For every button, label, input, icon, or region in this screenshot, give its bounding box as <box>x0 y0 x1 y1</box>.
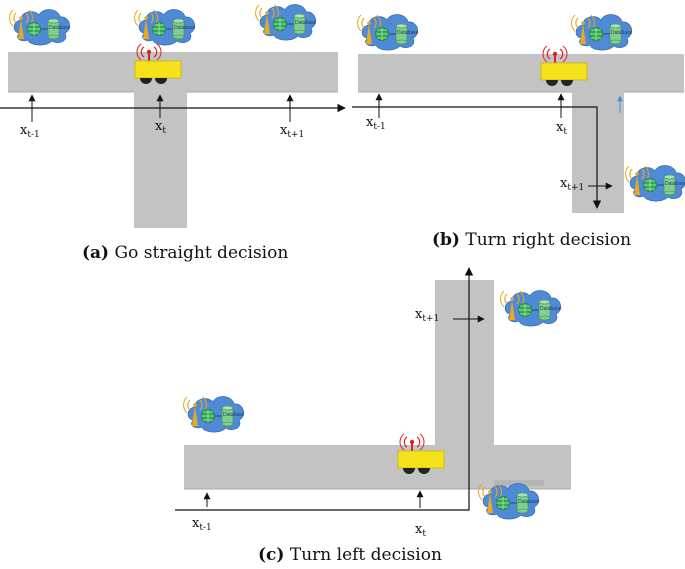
trajectory-arrow <box>352 106 602 209</box>
database-label: Database <box>540 306 562 312</box>
vehicle-icon <box>134 43 182 85</box>
label-x-t-minus-1: xt-1 <box>20 123 40 140</box>
label-x-t-plus-1: xt+1 <box>280 123 304 140</box>
panel-b: Database Database Database xt-1 xt xt+1 … <box>352 13 685 250</box>
label-x-t: xt <box>556 120 567 137</box>
database-label: Database <box>397 30 419 36</box>
caption-b: (b) Turn right decision <box>432 230 631 250</box>
vehicle-icon <box>540 45 588 87</box>
road-horizontal <box>358 54 684 92</box>
caption-a: (a) Go straight decision <box>82 243 288 263</box>
database-label: Database <box>295 20 317 26</box>
caption-c: (c) Turn left decision <box>258 545 442 565</box>
label-x-t: xt <box>415 522 426 539</box>
label-x-t-plus-1: xt+1 <box>415 307 439 324</box>
database-label: Database <box>223 412 245 418</box>
label-x-t-minus-1: xt-1 <box>366 115 386 132</box>
label-x-t-minus-1: xt-1 <box>192 516 212 533</box>
panel-a: Database Database Database xt-1 xt xt+1 … <box>0 3 346 263</box>
database-label: Database <box>174 25 196 31</box>
database-label: Database <box>611 30 633 36</box>
panel-c: Database Database Database xt-1 xt xt+1 … <box>175 267 571 565</box>
database-label: Database <box>665 181 685 187</box>
label-x-t-plus-1: xt+1 <box>560 176 584 193</box>
label-x-t: xt <box>155 119 166 136</box>
database-label: Database <box>518 499 540 505</box>
road-branch-down <box>572 92 624 213</box>
database-label: Database <box>49 25 71 31</box>
trajectory-arrow <box>175 267 474 511</box>
road-branch-up <box>435 280 494 445</box>
